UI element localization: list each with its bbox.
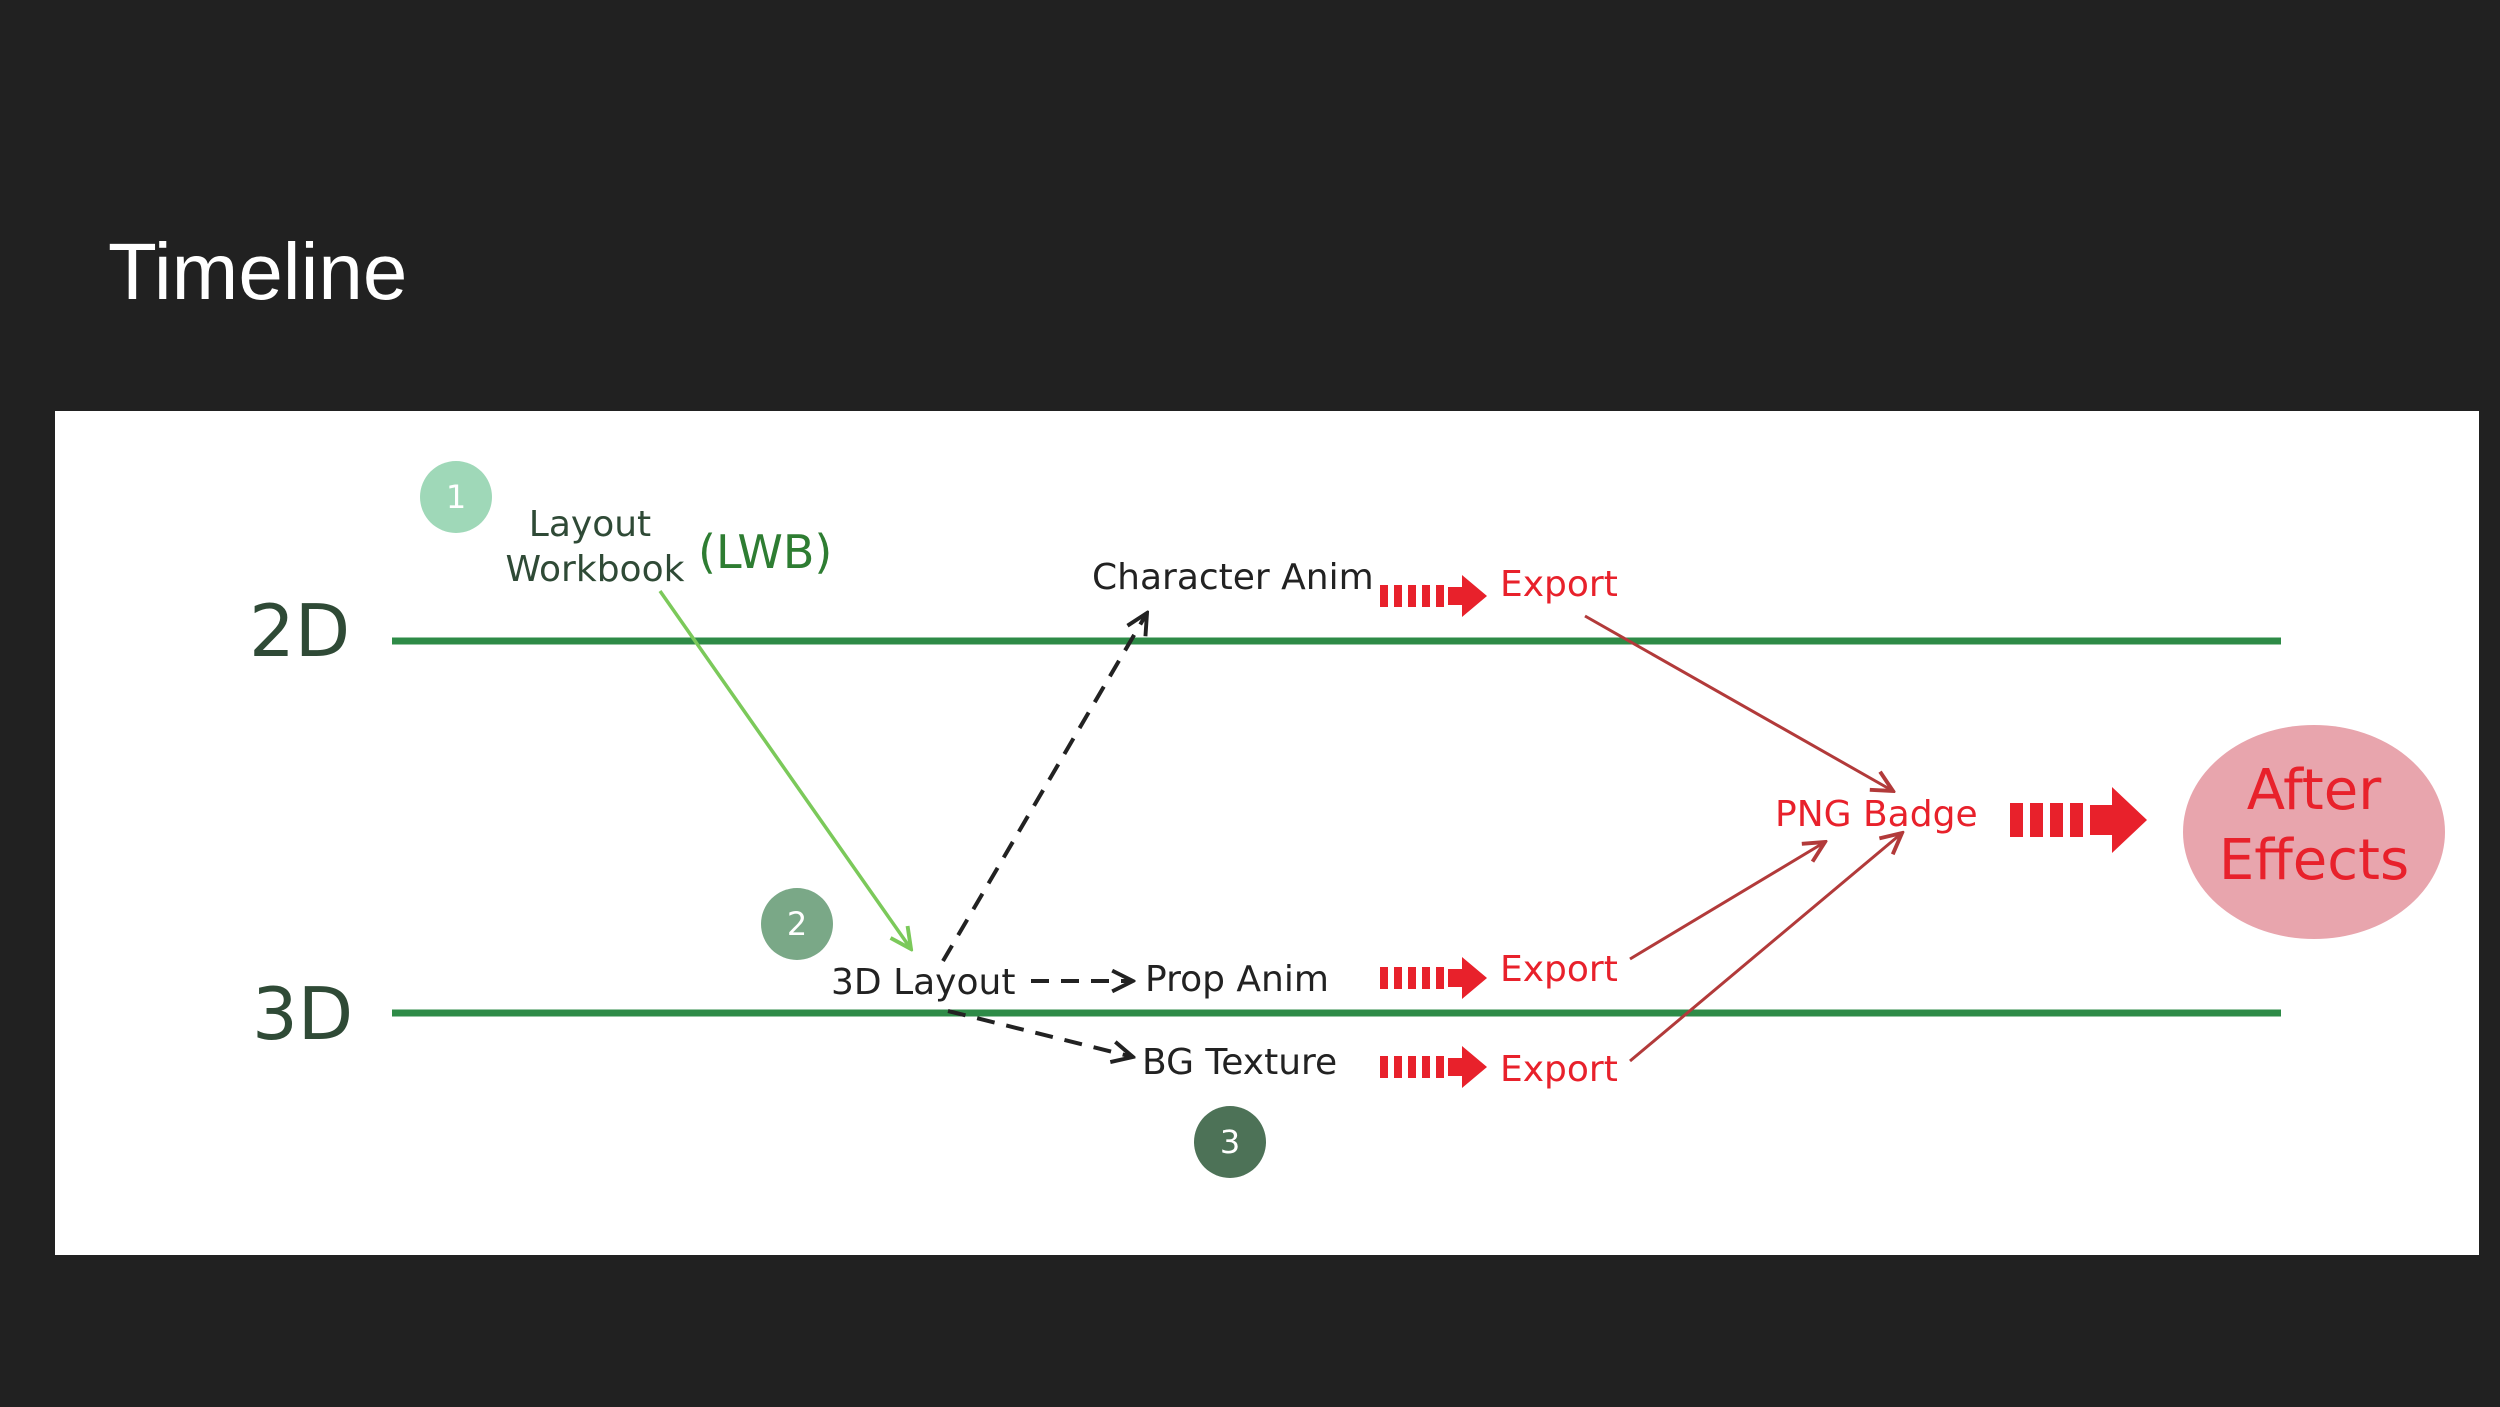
after-effects-label-line1: After: [2247, 758, 2382, 823]
3d-layout-label: 3D Layout: [831, 962, 1015, 1003]
track-label-3d: 3D: [252, 972, 353, 1056]
after-effects-label-line2: Effects: [2219, 828, 2409, 893]
arrow-3d-layout-to-bg-texture: [947, 1009, 1133, 1057]
arrow-3d-layout-to-character-anim: [941, 613, 1147, 963]
arrow-prop-export-to-png-badge: [1629, 842, 1825, 961]
bg-texture-label: BG Texture: [1142, 1042, 1337, 1083]
arrow-bg-export-to-png-badge: [1629, 833, 1902, 1063]
export-label-prop: Export: [1500, 949, 1618, 990]
layout-workbook-label-line1: Layout: [529, 504, 651, 545]
prop-anim-label: Prop Anim: [1145, 959, 1329, 1000]
export-label-bg: Export: [1500, 1049, 1618, 1090]
arrow-lwb-to-3d-layout: [658, 589, 911, 949]
striped-arrow-png-to-after-effects: [2010, 787, 2147, 853]
export-label-character: Export: [1500, 564, 1618, 605]
png-badge-label: PNG Badge: [1775, 794, 1978, 835]
striped-arrow-prop-export: [1380, 957, 1487, 999]
step-number-3: 3: [1220, 1123, 1240, 1161]
track-label-2d: 2D: [249, 589, 350, 673]
workflow-diagram: 2D 3D 1 2 3 Layout Workbook (LWB) 3D Lay…: [249, 461, 2445, 1178]
striped-arrow-character-export: [1380, 575, 1487, 617]
arrow-character-export-to-png-badge: [1584, 614, 1893, 791]
step-number-2: 2: [787, 905, 807, 943]
lwb-label: (LWB): [698, 525, 832, 579]
after-effects-node: [2183, 725, 2445, 939]
diagram-panel: 2D 3D 1 2 3 Layout Workbook (LWB) 3D Lay…: [55, 411, 2479, 1255]
character-anim-label: Character Anim: [1092, 557, 1374, 598]
step-badge-1: 1: [420, 461, 492, 533]
step-badge-3: 3: [1194, 1106, 1266, 1178]
step-number-1: 1: [446, 478, 466, 516]
slide-title: Timeline: [108, 227, 408, 316]
step-badge-2: 2: [761, 888, 833, 960]
layout-workbook-label-line2: Workbook: [506, 549, 685, 590]
striped-arrow-bg-export: [1380, 1046, 1487, 1088]
